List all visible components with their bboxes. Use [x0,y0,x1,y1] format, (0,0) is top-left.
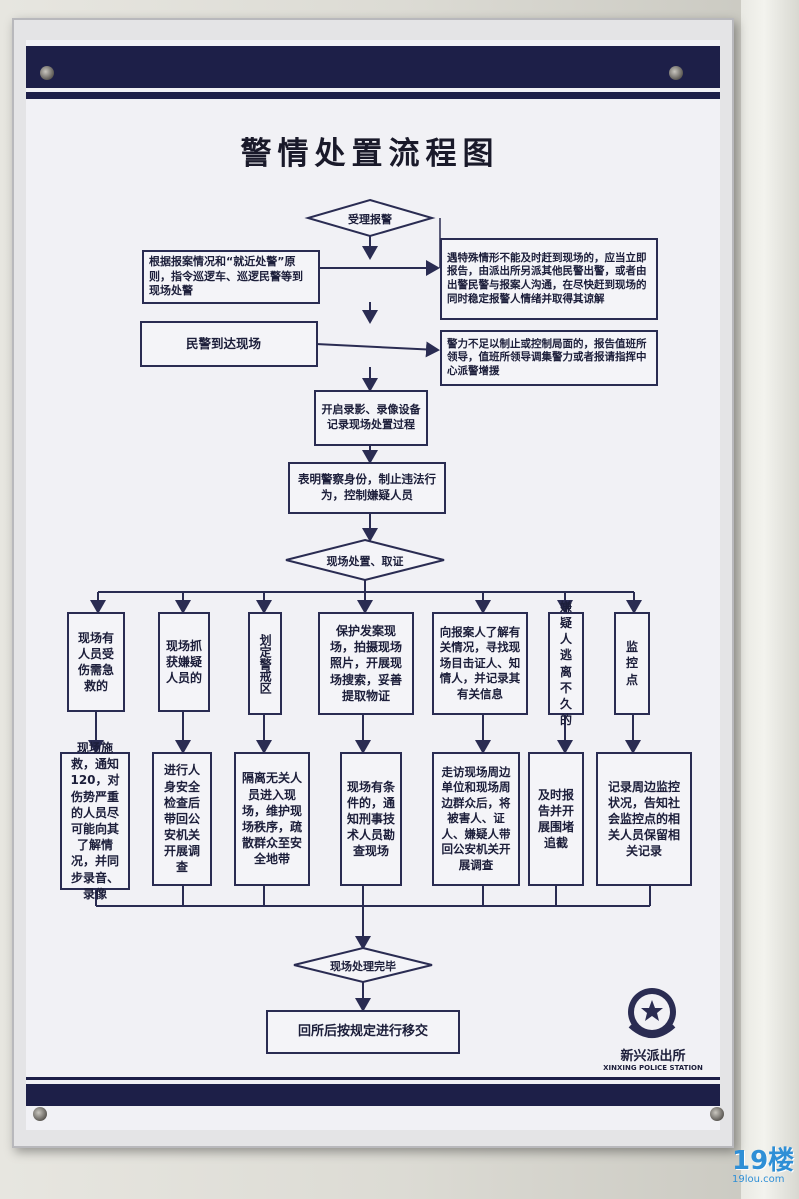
side-special-case: 遇特殊情形不能及时赶到现场的，应当立即报告，由派出所另派其他民警出警，或者由出警… [440,238,658,320]
watermark-logo: 19楼 [732,1146,795,1176]
watermark-url: 19lou.com [732,1174,785,1185]
screw-icon [710,1107,724,1121]
end-label: 现场处理完毕 [330,960,396,973]
bottom-navy-stripe [26,1077,720,1080]
screw-icon [33,1107,47,1121]
wall-edge [741,0,799,1199]
side-reinforce: 警力不足以制止或控制局面的，报告值班所领导，值班所领导调集警力或者报请指挥中心派… [440,330,658,386]
action-canvass: 走访现场周边单位和现场周边群众后，将被害人、证人、嫌疑人带回公安机关开展调查 [432,752,520,886]
page-title: 警情处置流程图 [240,136,500,172]
top-navy-stripe [26,92,720,99]
police-station-label: 新兴派出所 XINXING POLICE STATION [598,1045,708,1072]
step-identify: 表明警察身份，制止违法行为，控制嫌疑人员 [288,462,446,514]
station-name-en: XINXING POLICE STATION [603,1064,703,1072]
final-step: 回所后按规定进行移交 [266,1010,460,1054]
site-watermark: 19楼 19lou.com [732,1148,796,1185]
start-label: 受理报警 [348,213,392,226]
case-suspect-fled: 嫌疑人逃离不久的 [548,600,584,727]
screw-icon [669,66,683,80]
step-record: 开启录影、录像设备记录现场处置过程 [314,390,428,446]
action-forensics: 现场有条件的，通知刑事技术人员勘查现场 [340,752,402,886]
case-protect-scene: 保护发案现场，拍摄现场照片，开展现场搜索，妥善提取物证 [318,612,414,715]
screw-icon [40,66,54,80]
top-navy-band [26,46,720,88]
case-cordon: 划定警戒区 [248,612,282,715]
case-suspect-caught: 现场抓获嫌疑人员的 [158,612,210,712]
decision-label: 现场处置、取证 [326,555,404,568]
case-injured: 现场有人员受伤需急救的 [67,612,125,712]
action-first-aid: 现场施救，通知120，对伤势严重的人员尽可能向其了解情况，并同步录音、录像 [60,741,130,901]
case-interview: 向报案人了解有关情况，寻找现场目击证人、知情人，并记录其有关信息 [432,612,528,715]
step-arrive: 民警到达现场 [140,321,318,367]
police-badge-icon [628,988,676,1038]
action-search: 进行人身安全检查后带回公安机关开展调查 [152,752,212,886]
action-isolate: 隔离无关人员进入现场，维护现场秩序，疏散群众至安全地带 [234,752,310,886]
action-cctv-record: 记录周边监控状况，告知社会监控点的相关人员保留相关记录 [596,752,692,886]
case-cctv: 监控点 [614,612,650,715]
step-dispatch: 根据报案情况和“就近处警”原则，指令巡逻车、巡逻民警等到现场处警 [142,250,320,304]
station-name-cn: 新兴派出所 [620,1049,686,1064]
action-pursue: 及时报告并开展围堵追截 [528,752,584,886]
bottom-navy-band [26,1084,720,1106]
arrow-step2-side2 [315,341,440,358]
